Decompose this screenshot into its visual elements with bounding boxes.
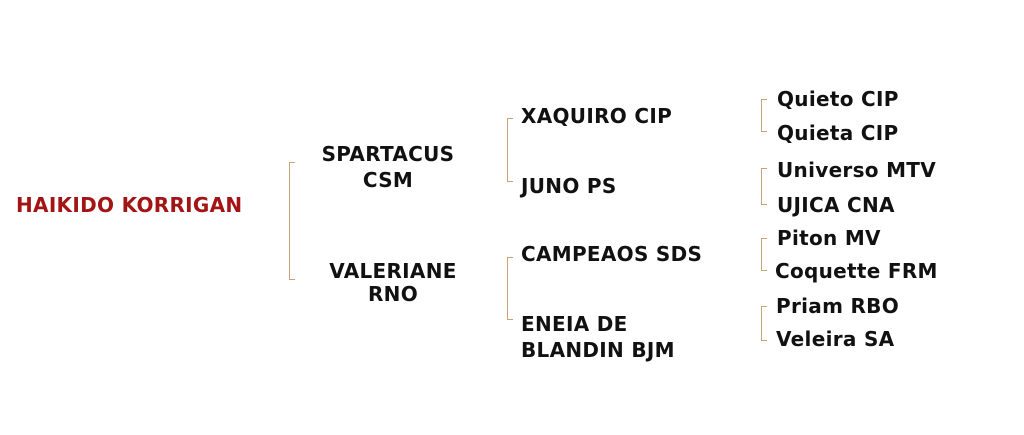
sire-name-line1: SPARTACUS — [321, 142, 455, 166]
bracket-sire-line — [507, 118, 513, 182]
bracket-ggen-4 — [761, 306, 767, 341]
sire-dam-name: JUNO PS — [521, 174, 617, 198]
dam-sire-name: CAMPEAOS SDS — [521, 242, 703, 266]
ggen-name: Quieta CIP — [777, 121, 899, 145]
bracket-gen1 — [289, 162, 295, 280]
ggen-name: Priam RBO — [776, 294, 900, 318]
ggen-name: Universo MTV — [777, 158, 937, 182]
sire-sire-name: XAQUIRO CIP — [521, 104, 673, 128]
bracket-ggen-1 — [761, 99, 767, 132]
ggen-name: Veleira SA — [776, 327, 895, 351]
dam-dam-name-line2: BLANDIN BJM — [521, 338, 675, 362]
ggen-name: Coquette FRM — [775, 259, 938, 283]
ggen-name: Quieto CIP — [777, 87, 899, 111]
bracket-ggen-2 — [761, 168, 767, 205]
sire-name-line2: CSM — [362, 168, 414, 192]
ggen-name: Piton MV — [777, 226, 881, 250]
bracket-dam-line — [507, 257, 513, 320]
dam-dam-name-line1: ENEIA DE — [521, 312, 628, 336]
dam-name-line2: RNO — [367, 282, 419, 306]
ggen-name: UJICA CNA — [777, 193, 895, 217]
dam-name-line1: VALERIANE — [329, 259, 457, 283]
root-horse-name: HAIKIDO KORRIGAN — [16, 193, 243, 217]
bracket-ggen-3 — [761, 238, 767, 271]
